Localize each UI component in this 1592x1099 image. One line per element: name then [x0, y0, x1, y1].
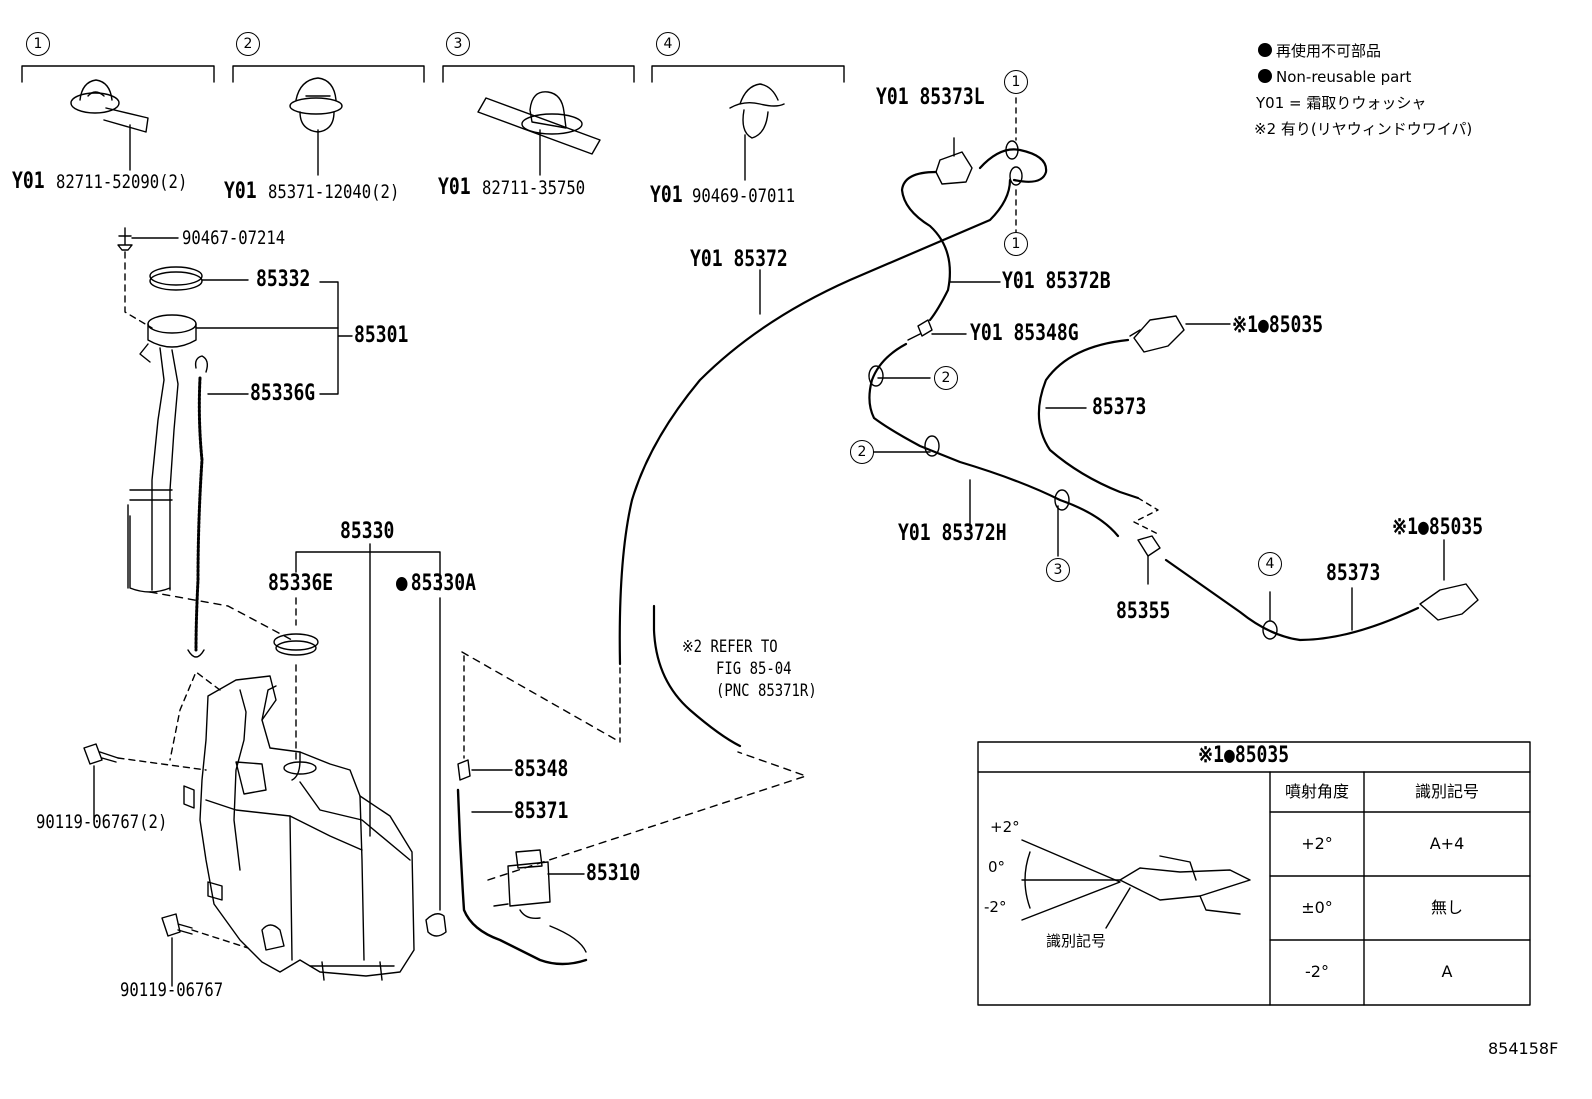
- spray-angle-table-grid: [977, 741, 1531, 1006]
- clip-4-prefix: Y01: [650, 183, 683, 208]
- angle-zero-label: 0°: [988, 858, 1006, 876]
- label-y01-85372H: Y01 85372H: [898, 521, 1007, 546]
- callout-2-lower: 2: [850, 440, 874, 464]
- label-85373-upper: 85373: [1092, 395, 1147, 420]
- legend-line-2: Non-reusable part: [1258, 68, 1411, 86]
- label-y01-85372B: Y01 85372B: [1002, 269, 1111, 294]
- label-85035-lower: ※1●85035: [1392, 515, 1484, 540]
- label-85301: 85301: [354, 323, 409, 348]
- callout-1-lower: 1: [1004, 232, 1028, 256]
- clip-3-prefix: Y01: [438, 175, 471, 200]
- pump-assembly: [456, 651, 807, 966]
- label-85336E: 85336E: [268, 571, 334, 596]
- legend-line-4: ※2 有り(リヤウィンドウワイパ): [1254, 120, 1473, 138]
- legend-text-1: 再使用不可部品: [1276, 42, 1382, 60]
- hose-85372: [618, 178, 1012, 748]
- legend-line-3: Y01 = 霜取りウォッシャ: [1256, 94, 1427, 112]
- clip-1-icon: [70, 79, 149, 133]
- label-y01-85373L: Y01 85373L: [876, 85, 985, 110]
- table-row-mark: A: [1441, 962, 1453, 981]
- label-85330: 85330: [340, 519, 395, 544]
- callout-2-upper: 2: [934, 366, 958, 390]
- bullet-icon: [1258, 69, 1272, 83]
- clip-3-icon: [477, 91, 601, 155]
- label-85035-upper: ※1●85035: [1232, 313, 1324, 338]
- clip-4-icon: [729, 83, 785, 139]
- refer-note-line-1: ※2 REFER TO: [682, 637, 778, 657]
- clip-brackets: [21, 65, 845, 83]
- table-row-angle: -2°: [1305, 962, 1329, 981]
- table-row-angle: ±0°: [1301, 898, 1333, 917]
- table-title: ※1●85035: [1198, 743, 1290, 768]
- bolt-icons: [83, 743, 249, 987]
- id-mark-label: 識別記号: [1046, 932, 1107, 950]
- label-85330A: 85330A: [396, 572, 476, 596]
- label-85336G: 85336G: [250, 381, 316, 406]
- table-row-mark: 無し: [1430, 898, 1463, 917]
- washer-tank: [149, 591, 415, 981]
- clip-4-part: 90469-07011: [692, 185, 796, 207]
- clip-3-part: 82711-35750: [482, 177, 586, 199]
- clip-2-part: 85371-12040(2): [268, 181, 400, 203]
- table-header-angle: 噴射角度: [1284, 782, 1349, 801]
- figure-code: 854158F: [1488, 1039, 1559, 1058]
- nonreusable-icon: [396, 577, 408, 591]
- tank-bracket-85330: [295, 543, 447, 937]
- callout-4: 4: [1258, 552, 1282, 576]
- bullet-icon: [1258, 43, 1272, 57]
- hose-85372B: [861, 97, 1120, 557]
- label-y01-85348G: Y01 85348G: [970, 321, 1079, 346]
- label-y01-85372: Y01 85372: [690, 247, 788, 272]
- refer-note-line-3: (PNC 85371R): [716, 681, 817, 701]
- table-row-angle: +2°: [1301, 834, 1333, 853]
- clip-1-number: 1: [26, 32, 50, 56]
- clip-2-number: 2: [236, 32, 260, 56]
- label-85330A-text: 85330A: [410, 571, 476, 596]
- tank-cap-assembly: [117, 227, 353, 658]
- label-90467-07214: 90467-07214: [182, 227, 286, 249]
- legend-text-2: Non-reusable part: [1276, 68, 1412, 86]
- label-85373-lower: 85373: [1326, 561, 1381, 586]
- clip-3-number: 3: [446, 32, 470, 56]
- label-85310: 85310: [586, 861, 641, 886]
- callout-3: 3: [1046, 558, 1070, 582]
- label-90119-06767-2: 90119-06767(2): [36, 811, 168, 833]
- clip-leaders: [129, 124, 746, 181]
- table-row-mark: A+4: [1429, 834, 1465, 853]
- refer-note-line-2: FIG 85-04: [716, 659, 792, 679]
- label-85332: 85332: [256, 267, 311, 292]
- clip-1-part: 82711-52090(2): [56, 171, 188, 193]
- legend-line-1: 再使用不可部品: [1258, 42, 1381, 60]
- clip-2-prefix: Y01: [224, 179, 257, 204]
- table-header-mark: 識別記号: [1414, 782, 1479, 801]
- clip-1-prefix: Y01: [12, 169, 45, 194]
- angle-plus2-label: +2°: [990, 818, 1020, 836]
- label-85348: 85348: [514, 757, 569, 782]
- angle-minus2-label: -2°: [984, 898, 1007, 916]
- clip-2-icon: [289, 77, 343, 133]
- callout-1-upper: 1: [1004, 70, 1028, 94]
- label-85371: 85371: [514, 799, 569, 824]
- label-90119-06767: 90119-06767: [120, 979, 224, 1001]
- hoses-85373: [1037, 315, 1479, 642]
- label-85355: 85355: [1116, 599, 1171, 624]
- clip-4-number: 4: [656, 32, 680, 56]
